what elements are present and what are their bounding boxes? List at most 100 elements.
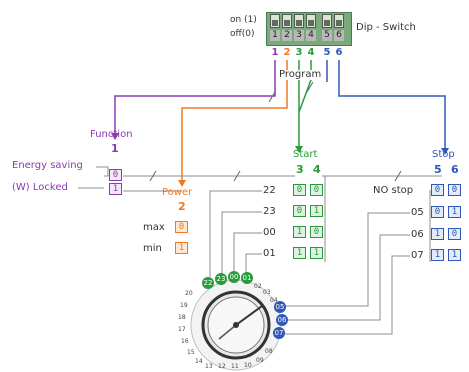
function-col-number: 1 bbox=[111, 142, 119, 155]
dip-number-5: 5 bbox=[323, 47, 331, 58]
dip-switch-2[interactable] bbox=[282, 14, 292, 28]
clock-marker-06: 06 bbox=[276, 314, 288, 326]
dial-label-17: 17 bbox=[178, 326, 186, 333]
start-row-label-01: 01 bbox=[263, 248, 276, 259]
stop-col-6: 6 bbox=[451, 163, 459, 176]
power-title: Power bbox=[162, 187, 193, 198]
function-bit-1: 1 bbox=[109, 183, 122, 195]
wire-stop-05 bbox=[286, 212, 410, 307]
dip-position-1: 1 bbox=[270, 30, 280, 41]
start-00-bit-3: 1 bbox=[293, 226, 306, 238]
stop-row-label-06: 06 bbox=[411, 229, 424, 240]
arrow-power bbox=[178, 180, 186, 187]
wire-function bbox=[114, 60, 276, 135]
clock-marker-23: 23 bbox=[215, 273, 227, 285]
stop-nostop-bit-5: 0 bbox=[431, 184, 444, 196]
wire-stop-start bbox=[324, 176, 431, 262]
wire-ticks bbox=[149, 81, 402, 182]
dial-label-12: 12 bbox=[218, 363, 226, 370]
wire-start-00 bbox=[233, 232, 262, 277]
dip-switch-6[interactable] bbox=[334, 14, 344, 28]
dial-label-13: 13 bbox=[205, 363, 213, 370]
wire-power bbox=[181, 60, 288, 182]
stop-row-label-nostop: NO stop bbox=[373, 185, 414, 196]
power-col-number: 2 bbox=[178, 200, 186, 213]
start-title: Start bbox=[293, 149, 318, 160]
stop-05-bit-5: 0 bbox=[431, 206, 444, 218]
dial-label-20: 20 bbox=[185, 290, 193, 297]
dip-switch-5[interactable] bbox=[322, 14, 332, 28]
dip-number-3: 3 bbox=[295, 47, 303, 58]
dial-label-08: 08 bbox=[265, 348, 273, 355]
arrow-function bbox=[111, 133, 119, 140]
dip-title: Dip - Switch bbox=[356, 22, 416, 33]
wire-start-22 bbox=[209, 190, 262, 277]
start-23-bit-3: 0 bbox=[293, 205, 306, 217]
timer-clock bbox=[190, 279, 282, 371]
start-col-4: 4 bbox=[313, 163, 321, 176]
start-00-bit-4: 0 bbox=[310, 226, 323, 238]
dip-position-4: 4 bbox=[306, 30, 316, 41]
dial-label-18: 18 bbox=[178, 314, 186, 321]
dip-number-2: 2 bbox=[283, 47, 291, 58]
dip-position-5: 5 bbox=[322, 30, 332, 41]
locked-label: (W) Locked bbox=[12, 182, 68, 193]
dip-position-3: 3 bbox=[294, 30, 304, 41]
wire-stop-06 bbox=[288, 234, 410, 321]
power-bit-min: 1 bbox=[175, 242, 188, 254]
start-row-label-00: 00 bbox=[263, 227, 276, 238]
program-label: Program bbox=[279, 69, 322, 80]
dip-switch-3[interactable] bbox=[294, 14, 304, 28]
clock-marker-07: 07 bbox=[273, 327, 285, 339]
start-22-bit-3: 0 bbox=[293, 184, 306, 196]
dip-switch-1[interactable] bbox=[270, 14, 280, 28]
wire-stop bbox=[326, 60, 446, 150]
stop-06-bit-5: 1 bbox=[431, 228, 444, 240]
dip-on-label: on (1) bbox=[230, 15, 257, 25]
stop-07-bit-6: 1 bbox=[448, 249, 461, 261]
power-bit-max: 0 bbox=[175, 221, 188, 233]
power-max-label: max bbox=[143, 222, 165, 233]
start-23-bit-4: 1 bbox=[310, 205, 323, 217]
dial-label-11: 11 bbox=[231, 363, 239, 370]
wire-stop-07 bbox=[284, 255, 410, 335]
dip-number-6: 6 bbox=[335, 47, 343, 58]
arrow-stop bbox=[441, 148, 449, 155]
dial-label-15: 15 bbox=[187, 349, 195, 356]
dip-position-6: 6 bbox=[334, 30, 344, 41]
wire-start-23 bbox=[221, 211, 262, 277]
dial-label-16: 16 bbox=[181, 338, 189, 345]
dial-label-10: 10 bbox=[244, 362, 252, 369]
function-title: Function bbox=[90, 129, 133, 140]
start-row-label-22: 22 bbox=[263, 185, 276, 196]
stop-col-5: 5 bbox=[434, 163, 442, 176]
wire-energy bbox=[96, 166, 109, 177]
start-22-bit-4: 0 bbox=[310, 184, 323, 196]
dip-number-1: 1 bbox=[271, 47, 279, 58]
function-bit-0: 0 bbox=[109, 169, 122, 181]
stop-row-label-05: 05 bbox=[411, 207, 424, 218]
stop-05-bit-6: 1 bbox=[448, 206, 461, 218]
dial-label-19: 19 bbox=[180, 302, 188, 309]
start-01-bit-3: 1 bbox=[293, 247, 306, 259]
clock-marker-05: 05 bbox=[274, 301, 286, 313]
clock-marker-00: 00 bbox=[228, 271, 240, 283]
stop-07-bit-5: 1 bbox=[431, 249, 444, 261]
stop-06-bit-6: 0 bbox=[448, 228, 461, 240]
clock-marker-22: 22 bbox=[202, 277, 214, 289]
start-row-label-23: 23 bbox=[263, 206, 276, 217]
dial-label-04: 04 bbox=[270, 297, 278, 304]
start-01-bit-4: 1 bbox=[310, 247, 323, 259]
start-col-3: 3 bbox=[296, 163, 304, 176]
dip-switch-4[interactable] bbox=[306, 14, 316, 28]
stop-nostop-bit-6: 0 bbox=[448, 184, 461, 196]
stop-title: Stop bbox=[432, 149, 455, 160]
dip-off-label: off(0) bbox=[230, 29, 255, 39]
wire-start-01 bbox=[245, 253, 262, 277]
dial-label-03: 03 bbox=[263, 289, 271, 296]
power-min-label: min bbox=[143, 243, 162, 254]
clock-marker-01: 01 bbox=[241, 272, 253, 284]
arrow-start bbox=[295, 146, 303, 153]
